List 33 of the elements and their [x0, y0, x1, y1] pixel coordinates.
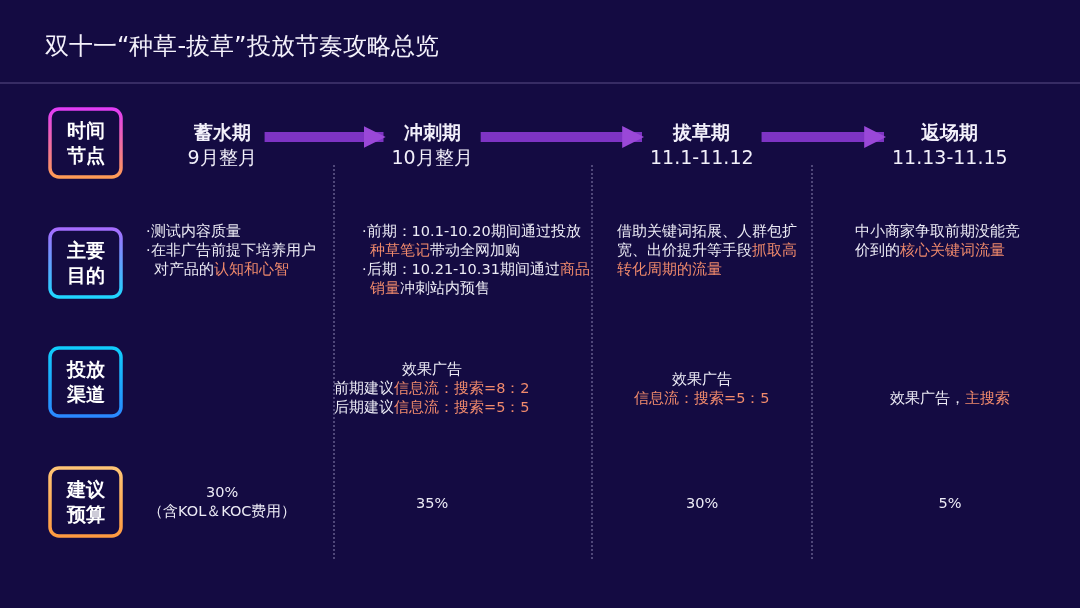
- cell-text: 中小商家争取前期没能竞价到的核心关键词流量: [855, 222, 1021, 260]
- budget-value: 35%: [416, 494, 449, 513]
- phase-dates: 11.1-11.12: [650, 145, 754, 170]
- row-header-box: 建议预算: [48, 466, 123, 538]
- arrow: [264, 126, 386, 148]
- budget-value: 30%: [686, 494, 719, 513]
- budget-value: 5%: [938, 494, 962, 513]
- phase-dates: 10月整月: [391, 145, 473, 170]
- bullet-text: ·前期：10.1-10.20期间通过投放种草笔记带动全网加购: [362, 222, 582, 260]
- row-header-box: 时间节点: [48, 107, 123, 179]
- cell-text: 后期建议信息流：搜索=5：5: [334, 398, 530, 417]
- bullet-text: ·测试内容质量: [146, 222, 242, 241]
- slide-title: 双十一“种草-拔草”投放节奏攻略总览: [45, 31, 439, 62]
- row-header-box: 投放渠道: [48, 346, 123, 418]
- phase-dates: 9月整月: [187, 145, 257, 170]
- phase-title: 蓄水期: [192, 120, 252, 145]
- cell-text: 效果广告: [402, 360, 462, 379]
- arrow: [761, 126, 887, 148]
- phase-title: 返场期: [920, 120, 980, 145]
- cell-text: 信息流：搜索=5：5: [634, 389, 770, 408]
- phase-dates: 11.13-11.15: [892, 145, 1008, 170]
- cell-text: 效果广告，主搜索: [890, 389, 1010, 408]
- budget-value: 30%: [206, 483, 239, 502]
- cell-text: 借助关键词拓展、人群包扩宽、出价提升等手段抓取高转化周期的流量: [617, 222, 797, 279]
- arrow: [480, 126, 645, 148]
- bullet-text: ·后期：10.21-10.31期间通过商品销量冲刺站内预售: [362, 260, 591, 298]
- cell-text: （含KOL＆KOC费用）: [148, 502, 297, 521]
- bullet-text: ·在非广告前提下培养用户对产品的认知和心智: [146, 241, 317, 279]
- row-header-box: 主要目的: [48, 227, 123, 299]
- cell-text: 前期建议信息流：搜索=8：2: [334, 379, 530, 398]
- phase-title: 冲刺期: [402, 120, 462, 145]
- cell-text: 效果广告: [672, 370, 732, 389]
- phase-title: 拔草期: [671, 120, 732, 145]
